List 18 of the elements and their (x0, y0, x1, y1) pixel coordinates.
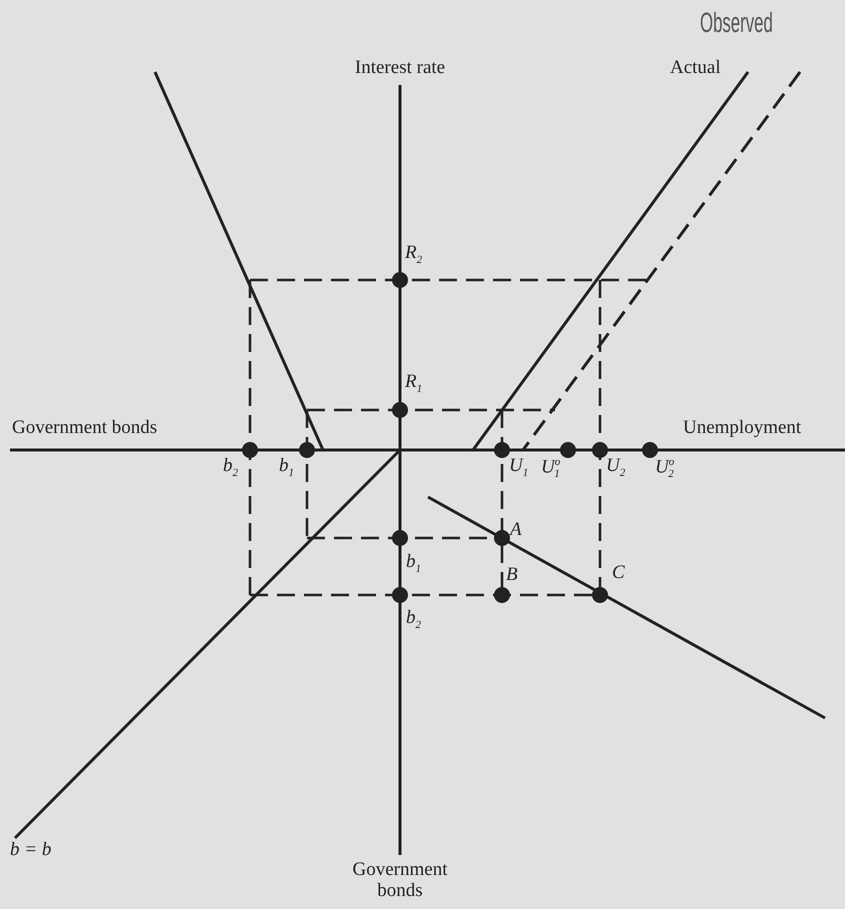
axis-label: Unemployment (683, 418, 802, 439)
point-label: b$_{2}$ (223, 456, 238, 479)
point-label: b$_{1}$ (406, 552, 421, 575)
point-label: R$_{1}$ (405, 372, 422, 395)
curve-label: Observed (700, 8, 773, 39)
point-label: b$_{2}$ (406, 608, 421, 631)
point-label: A (510, 520, 522, 541)
curve-label: Actual (670, 58, 721, 79)
point-label: U$_{1}$ (509, 456, 528, 479)
curve-label: b = b (10, 840, 52, 861)
point-label: R$_{2}$ (405, 243, 422, 266)
point-label: b$_{1}$ (279, 456, 294, 479)
point-label: C (612, 563, 625, 584)
point-label: B (506, 565, 518, 586)
axis-label: Government bonds (352, 860, 448, 902)
axis-label: Government bonds (12, 418, 158, 439)
point-label: U$_{2}$ (606, 456, 626, 479)
axis-label: Interest rate (354, 58, 446, 79)
